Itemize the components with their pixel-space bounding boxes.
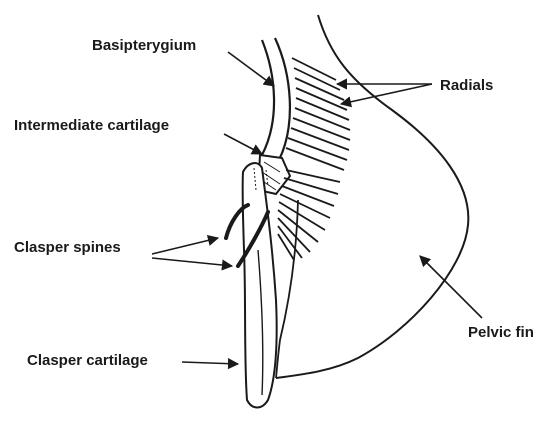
clasper-cartilage-shape (243, 163, 277, 407)
label-pelvic-fin: Pelvic fin (468, 324, 534, 341)
basipterygium-right-edge (275, 38, 290, 160)
arrow-radials-2 (341, 84, 432, 104)
basipterygium-left-edge (262, 40, 274, 155)
label-intermediate-cartilage: Intermediate cartilage (14, 117, 169, 134)
arrow-intermediate-cartilage (224, 134, 262, 154)
arrow-clasper-cartilage (182, 362, 238, 364)
arrow-pelvic-fin (420, 256, 482, 318)
label-basipterygium: Basipterygium (92, 37, 196, 54)
arrow-clasper-spine-lower (152, 258, 232, 266)
pelvic-fin-outline (276, 15, 468, 378)
label-clasper-spines: Clasper spines (14, 239, 121, 256)
label-radials: Radials (440, 77, 493, 94)
label-clasper-cartilage: Clasper cartilage (27, 352, 148, 369)
arrow-clasper-spine-upper (152, 238, 218, 254)
